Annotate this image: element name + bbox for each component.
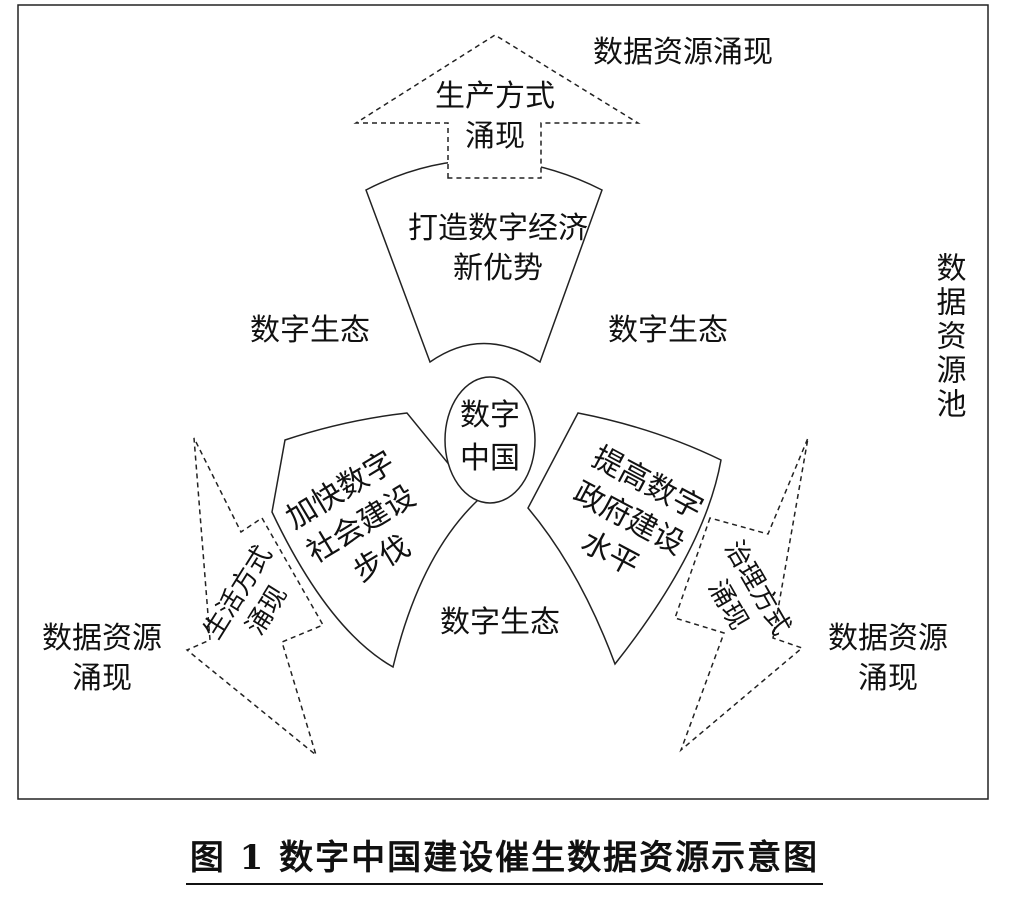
arrow-living-shape bbox=[185, 437, 325, 758]
center-digital-china: 数字 中国 bbox=[444, 376, 536, 504]
ecology-label-bottom: 数字生态 bbox=[440, 605, 560, 640]
resource-emerge-left-line1: 数据资源 bbox=[42, 621, 162, 656]
resource-pool-frame bbox=[17, 4, 989, 800]
arrow-production: 生产方式 涌现 bbox=[353, 34, 641, 179]
center-ellipse bbox=[444, 376, 536, 504]
resource-pool-label: 数据资源池 bbox=[931, 252, 967, 422]
sector-economy-shape bbox=[365, 159, 603, 364]
sector-government-shape bbox=[527, 412, 722, 666]
figure-caption: 图 1 数字中国建设催生数据资源示意图 bbox=[0, 830, 1009, 885]
arrow-production-line2: 涌现 bbox=[465, 119, 525, 154]
sector-economy-line2: 新优势 bbox=[453, 251, 543, 286]
center-line2: 中国 bbox=[460, 441, 520, 476]
arrow-governance bbox=[674, 437, 809, 753]
resource-emerge-right-line1: 数据资源 bbox=[828, 621, 948, 656]
center-line1: 数字 bbox=[460, 398, 520, 433]
sector-society bbox=[271, 412, 480, 669]
arrow-governance-shape bbox=[674, 437, 809, 753]
arrow-living bbox=[185, 437, 325, 758]
arrow-production-line1: 生产方式 bbox=[435, 79, 555, 114]
figure-caption-text: 图 1 数字中国建设催生数据资源示意图 bbox=[185, 830, 824, 885]
ecology-label-left: 数字生态 bbox=[250, 313, 370, 348]
sector-economy-line1: 打造数字经济 bbox=[408, 211, 588, 246]
resource-emerge-top: 数据资源涌现 bbox=[593, 35, 773, 70]
sector-society-shape bbox=[271, 412, 480, 669]
sector-economy: 打造数字经济 新优势 bbox=[365, 159, 603, 364]
sector-government bbox=[527, 412, 722, 666]
resource-emerge-right-line2: 涌现 bbox=[858, 661, 918, 696]
arrow-production-shape bbox=[353, 34, 641, 179]
resource-emerge-left-line2: 涌现 bbox=[72, 661, 132, 696]
ecology-label-right: 数字生态 bbox=[608, 313, 728, 348]
